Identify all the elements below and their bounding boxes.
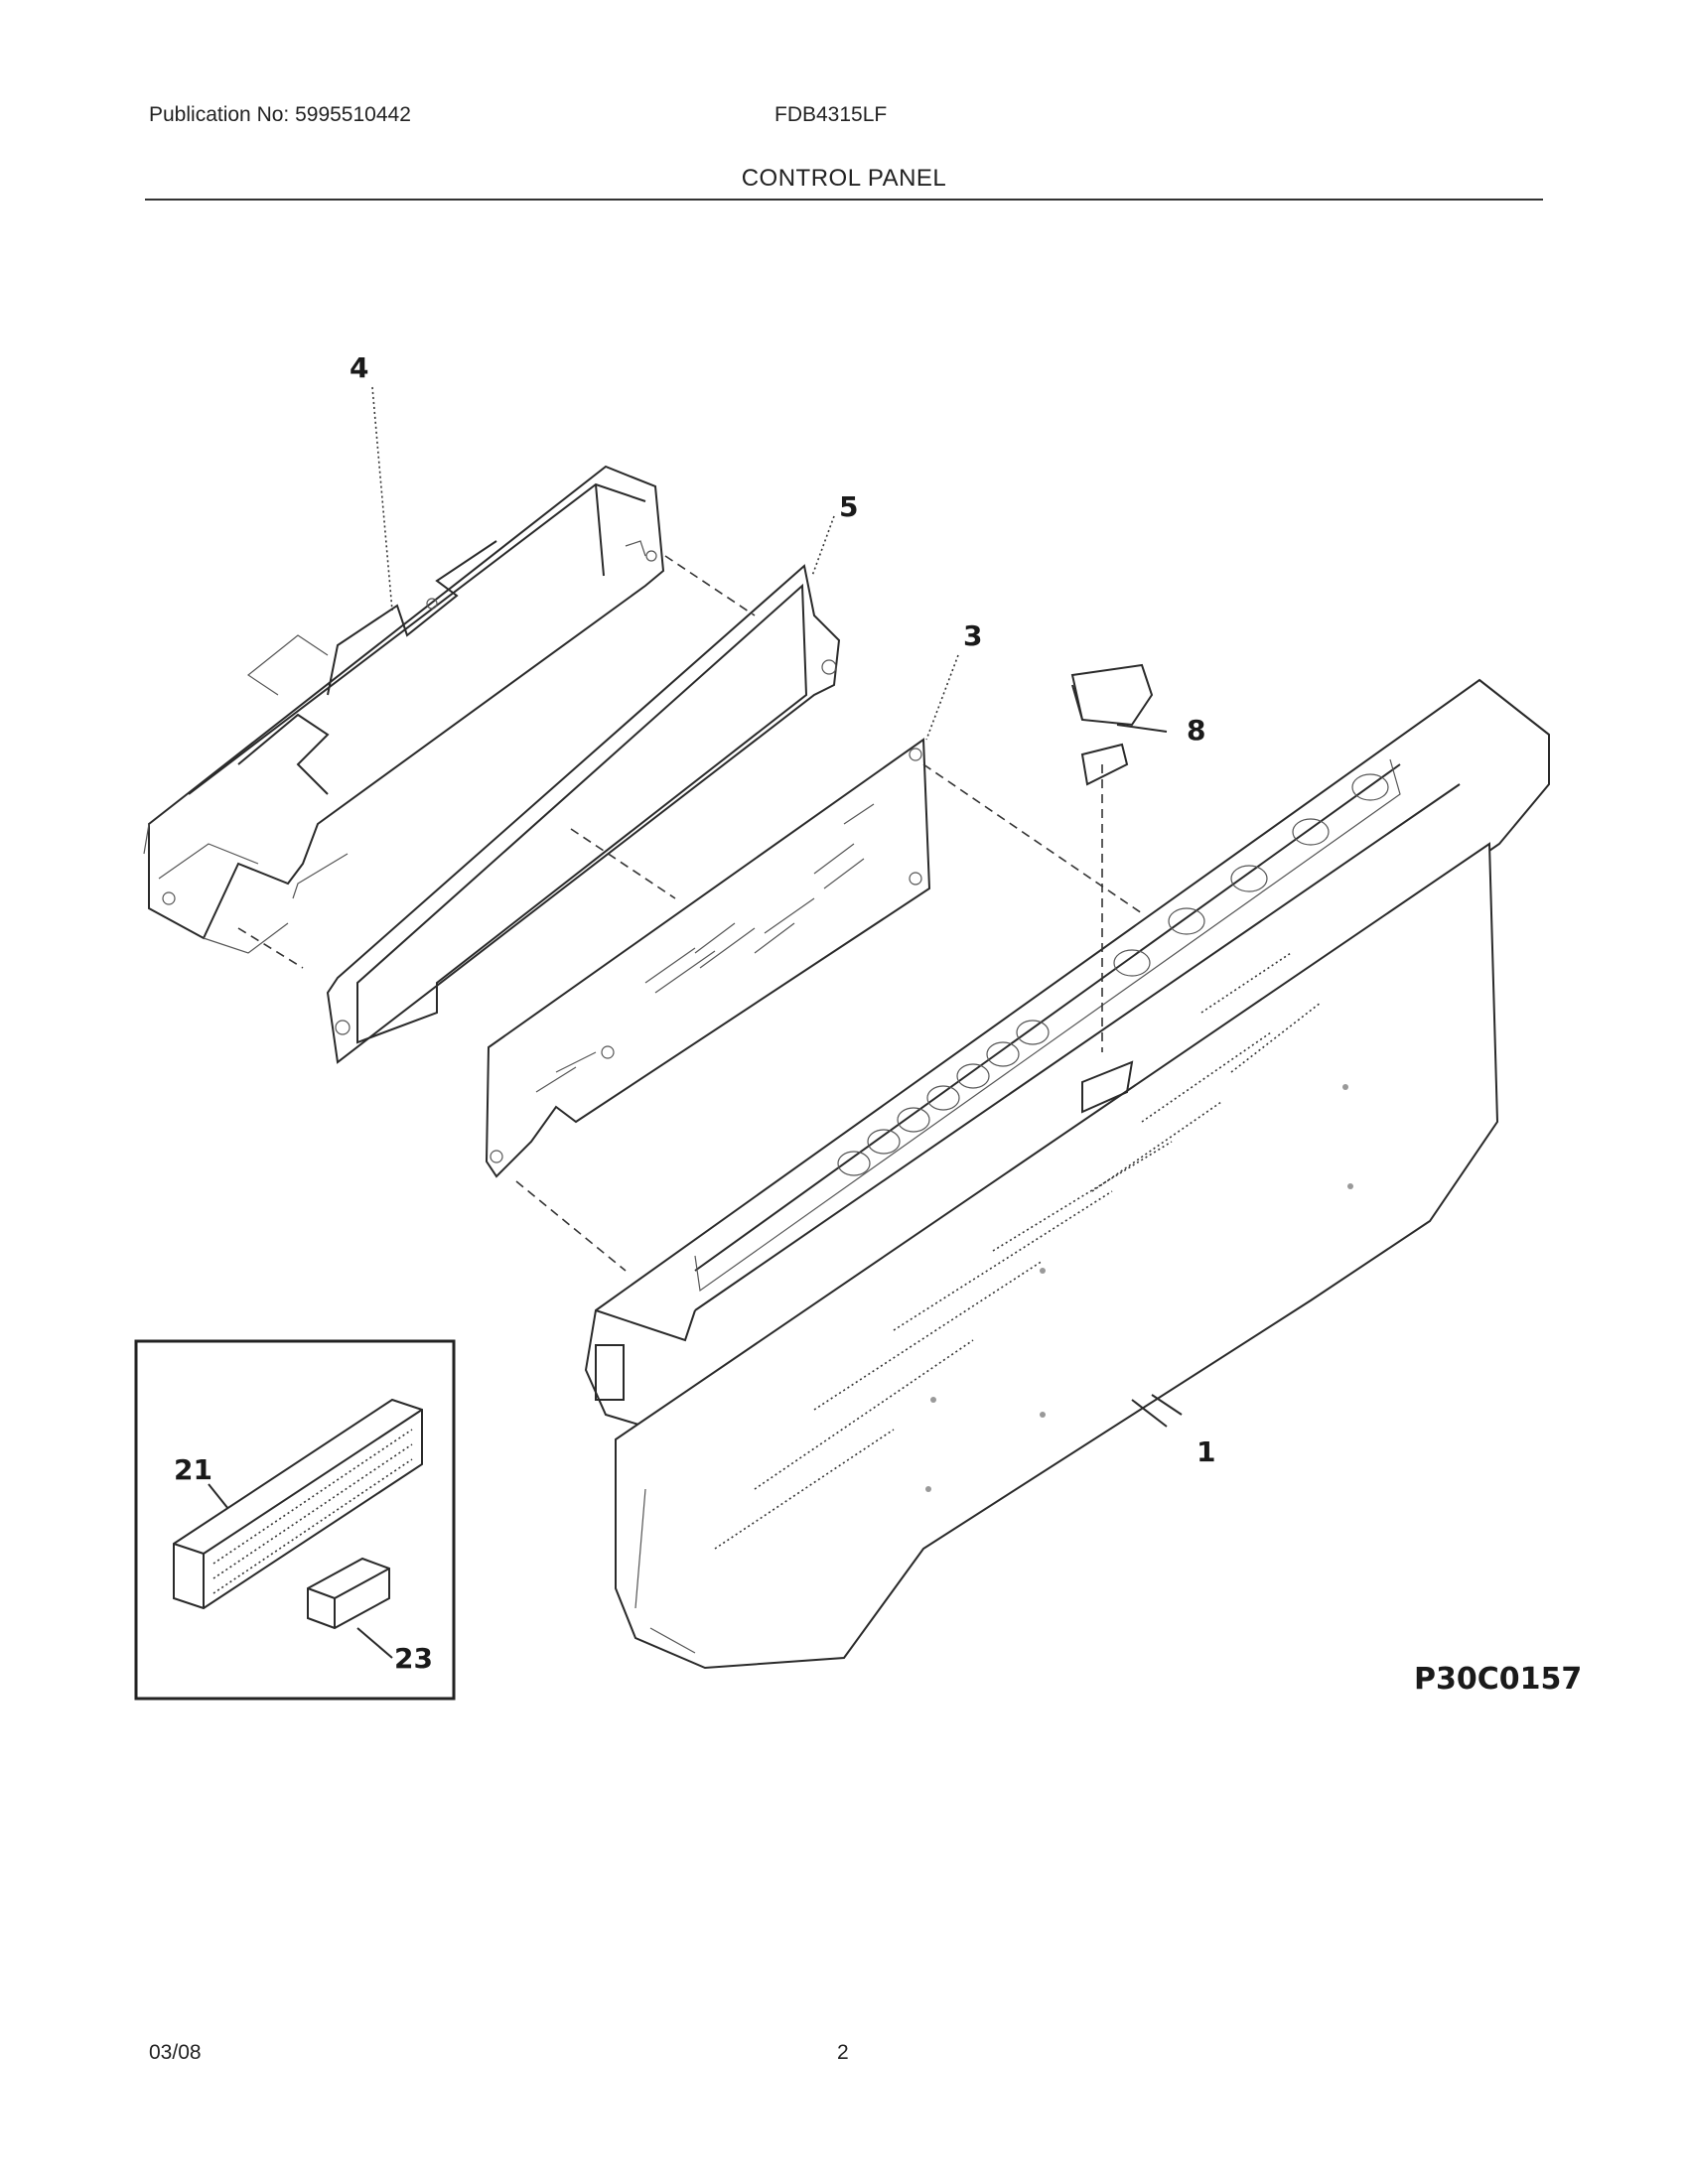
model-number: FDB4315LF	[774, 103, 888, 126]
callout-8: 8	[1187, 714, 1205, 747]
reference-code: P30C0157	[1414, 1662, 1582, 1697]
callout-21: 21	[174, 1453, 212, 1486]
inset-box	[134, 1339, 456, 1701]
callout-4: 4	[350, 351, 368, 384]
callout-1: 1	[1196, 1435, 1215, 1468]
leader-lines	[208, 386, 1183, 1659]
part-21-foam-strip	[173, 1398, 423, 1610]
callout-23: 23	[394, 1642, 433, 1675]
part-5-gasket	[326, 564, 841, 1064]
page-number: 2	[837, 2041, 849, 2064]
part-1-console	[584, 678, 1550, 1670]
assembly-guide-lines	[237, 555, 1143, 1272]
part-23-foam-block	[307, 1557, 390, 1630]
callout-5: 5	[839, 490, 858, 523]
part-4-bracket	[143, 465, 665, 954]
callout-3: 3	[963, 619, 982, 652]
section-title: CONTROL PANEL	[741, 165, 947, 192]
footer-date: 03/08	[149, 2041, 202, 2064]
part-8-clip	[1070, 663, 1154, 786]
publication-number: Publication No: 5995510442	[149, 103, 411, 126]
header-rule	[145, 199, 1543, 201]
part-3-control-board	[485, 738, 931, 1178]
